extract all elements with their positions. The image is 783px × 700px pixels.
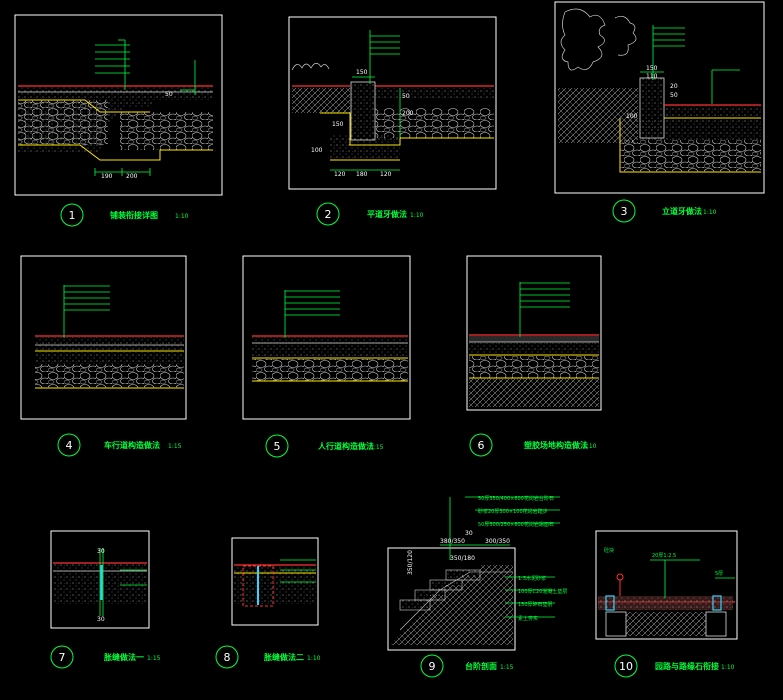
callout-3-number: 3 <box>621 205 628 218</box>
callout-9-scale: 1:15 <box>500 664 514 671</box>
detail-1-dim-a: 190 <box>101 173 113 180</box>
detail-3-dim-b: 110 <box>646 73 658 80</box>
callout-8-number: 8 <box>224 651 231 664</box>
callout-7-number: 7 <box>59 651 66 664</box>
detail-1-dim-b: 200 <box>126 173 138 180</box>
detail-7-drawing: 30 30 <box>50 530 150 629</box>
callout-1-number: 1 <box>69 209 76 222</box>
callout-9-title: 台阶剖面 <box>465 661 497 671</box>
callout-6-title: 塑胶场地构造做法 <box>524 440 588 450</box>
callout-10: 10 园路与路缘石衔接 1:10 <box>614 654 735 678</box>
callout-10-circle <box>614 654 638 678</box>
detail-2-dim-b: 180 <box>356 171 368 178</box>
callout-4-number: 4 <box>66 439 73 452</box>
detail-3-dim-top: 150 <box>646 65 658 72</box>
callout-6-circle <box>469 433 493 457</box>
detail-1-dim-c: 50 <box>165 91 173 98</box>
callout-5-title: 人行道构造做法 <box>318 441 374 451</box>
callout-9: 9 台阶剖面 1:15 <box>420 654 514 678</box>
callout-5-scale: 1:15 <box>370 444 384 451</box>
detail-10-label-c: 5厚 <box>715 571 723 577</box>
detail-3-dim-c: 100 <box>626 113 638 120</box>
callout-2-circle <box>316 202 340 226</box>
detail-9-note-1: 50厚350/400×600花岗岩台阶石 <box>478 495 554 502</box>
callout-2-number: 2 <box>325 208 332 221</box>
callout-3-title: 立道牙做法 <box>662 206 702 216</box>
callout-4-scale: 1:15 <box>168 443 182 450</box>
callout-10-number: 10 <box>619 660 633 673</box>
callout-5: 5 人行道构造做法 1:15 <box>265 434 384 458</box>
detail-2-drawing: 150 120 180 120 100 150 200 50 <box>288 16 497 190</box>
callout-8-scale: 1:10 <box>307 655 321 662</box>
detail-2-dim-a: 120 <box>334 171 346 178</box>
detail-10-label-a: 砼块 <box>604 547 614 554</box>
callout-7-title: 胀缝做法一 <box>104 652 144 662</box>
detail-2-dim-e: 150 <box>332 121 344 128</box>
detail-7-dim-bottom: 30 <box>97 616 105 623</box>
detail-2-dim-d: 100 <box>311 147 323 154</box>
detail-2-dim-f: 200 <box>402 110 414 117</box>
callout-5-circle <box>265 434 289 458</box>
callout-3-scale: 1:10 <box>703 209 717 216</box>
detail-2-dim-c: 120 <box>380 171 392 178</box>
callout-4: 4 车行道构造做法 1:15 <box>57 433 182 457</box>
callout-8: 8 胀缝做法二 1:10 <box>215 645 321 669</box>
detail-9-dim-b: 300/350 <box>485 538 510 545</box>
detail-9-note-2: 砂浆20厚300×100花岗岩踏步 <box>478 508 548 515</box>
callout-9-number: 9 <box>429 660 436 673</box>
detail-9-dim-c: 350/180 <box>450 555 475 562</box>
callout-7: 7 胀缝做法一 1:15 <box>50 645 161 669</box>
detail-9-note-6: 150厚碎石垫层 <box>518 601 553 608</box>
detail-9-dim-e: 350/120 <box>407 550 414 575</box>
callout-10-title: 园路与路缘石衔接 <box>655 661 719 671</box>
detail-9-note-3: 50厚300/250×600花岗岩踢面石 <box>478 521 554 528</box>
callout-4-circle <box>57 433 81 457</box>
callout-6-scale: 1:10 <box>583 443 597 450</box>
callout-7-scale: 1:15 <box>147 655 161 662</box>
callout-8-circle <box>215 645 239 669</box>
callout-2-title: 平道牙做法 <box>367 209 407 219</box>
detail-7-dim-top: 30 <box>97 548 105 555</box>
detail-9-note-7: 素土夯实 <box>518 615 538 622</box>
callout-3: 3 立道牙做法 1:10 <box>612 199 717 223</box>
detail-6-drawing <box>466 255 602 411</box>
callout-10-scale: 1:10 <box>721 664 735 671</box>
detail-4-drawing <box>20 255 187 420</box>
callout-7-circle <box>50 645 74 669</box>
callout-4-title: 车行道构造做法 <box>104 440 160 450</box>
detail-10-drawing: 砼块 20厚1:2.5 5厚 <box>595 530 738 640</box>
detail-3-dim-d: 50 <box>670 92 678 99</box>
detail-8-drawing <box>231 537 319 626</box>
detail-3-drawing: 150 110 100 50 20 <box>554 1 765 194</box>
callout-3-circle <box>612 199 636 223</box>
callout-1-scale: 1:10 <box>175 213 189 220</box>
detail-9-dim-d: 30 <box>465 530 473 537</box>
callout-9-circle <box>420 654 444 678</box>
detail-2-dim-top: 150 <box>356 69 368 76</box>
callout-6-number: 6 <box>478 439 485 452</box>
detail-1-drawing: 190 200 50 <box>14 14 223 196</box>
callout-1-title: 铺装衔接详图 <box>110 210 158 220</box>
detail-9-note-5: 100厚C20混凝土垫层 <box>518 588 567 595</box>
callout-2-scale: 1:10 <box>410 212 424 219</box>
callout-6: 6 塑胶场地构造做法 1:10 <box>469 433 597 457</box>
callout-1-circle <box>60 203 84 227</box>
callout-1: 1 铺装衔接详图 1:10 <box>60 203 189 227</box>
detail-9-dim-a: 380/350 <box>440 538 465 545</box>
detail-9-drawing: 50厚350/400×600花岗岩台阶石 砂浆20厚300×100花岗岩踏步 5… <box>387 495 567 651</box>
callout-5-number: 5 <box>274 440 281 453</box>
detail-5-drawing <box>242 255 411 420</box>
callout-2: 2 平道牙做法 1:10 <box>316 202 424 226</box>
detail-10-label-b: 20厚1:2.5 <box>652 553 676 559</box>
callout-8-title: 胀缝做法二 <box>264 652 304 662</box>
detail-3-dim-e: 20 <box>670 83 678 90</box>
detail-9-note-4: 1:3水泥砂浆 <box>518 575 546 582</box>
detail-2-dim-g: 50 <box>402 93 410 100</box>
